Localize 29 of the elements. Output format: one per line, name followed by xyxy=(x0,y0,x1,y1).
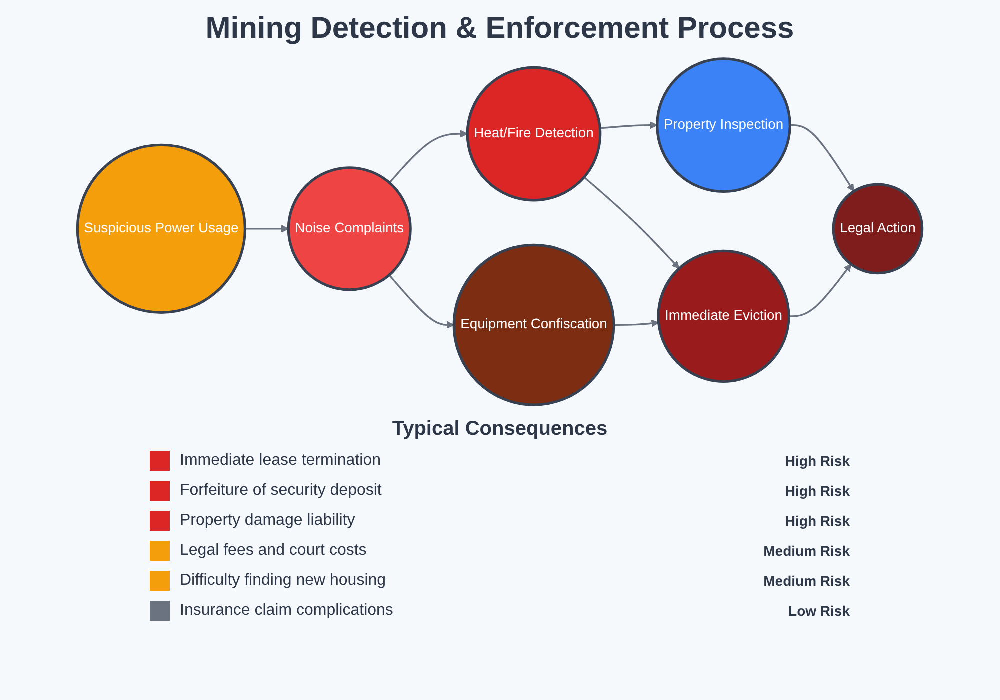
node-circle: Property Inspection xyxy=(656,58,792,194)
node-circle: Legal Action xyxy=(832,183,924,275)
node-circle: Equipment Confiscation xyxy=(452,244,616,406)
arrow xyxy=(788,264,852,318)
risk-label: Medium Risk xyxy=(764,573,850,589)
node-circle: Heat/Fire Detection xyxy=(466,66,602,202)
legend-text: Property damage liability xyxy=(180,512,356,530)
node-circle: Noise Complaints xyxy=(287,166,412,292)
legend-text: Difficulty finding new housing xyxy=(180,572,388,590)
risk-label: High Risk xyxy=(785,513,850,529)
arrow xyxy=(245,225,289,233)
legend-text: Legal fees and court costs xyxy=(180,542,368,560)
risk-label: High Risk xyxy=(785,483,850,499)
node-circle: Suspicious Power Usage xyxy=(76,144,247,314)
risk-label: Low Risk xyxy=(788,603,850,619)
arrow xyxy=(614,320,660,328)
arrow xyxy=(388,274,454,329)
risk-label: High Risk xyxy=(785,453,850,469)
arrow xyxy=(790,124,854,192)
legend-text: Forfeiture of security deposit xyxy=(180,482,383,500)
title: Mining Detection & Enforcement Process xyxy=(204,12,796,46)
legend-text: Insurance claim complications xyxy=(180,602,394,620)
risk-label: Medium Risk xyxy=(764,543,850,559)
legend-heading: Typical Consequences xyxy=(391,418,609,441)
legend-text: Immediate lease termination xyxy=(180,452,382,470)
arrow xyxy=(389,130,468,184)
arrow xyxy=(584,176,680,269)
node-circle: Immediate Eviction xyxy=(657,250,790,383)
arrow xyxy=(600,122,658,130)
